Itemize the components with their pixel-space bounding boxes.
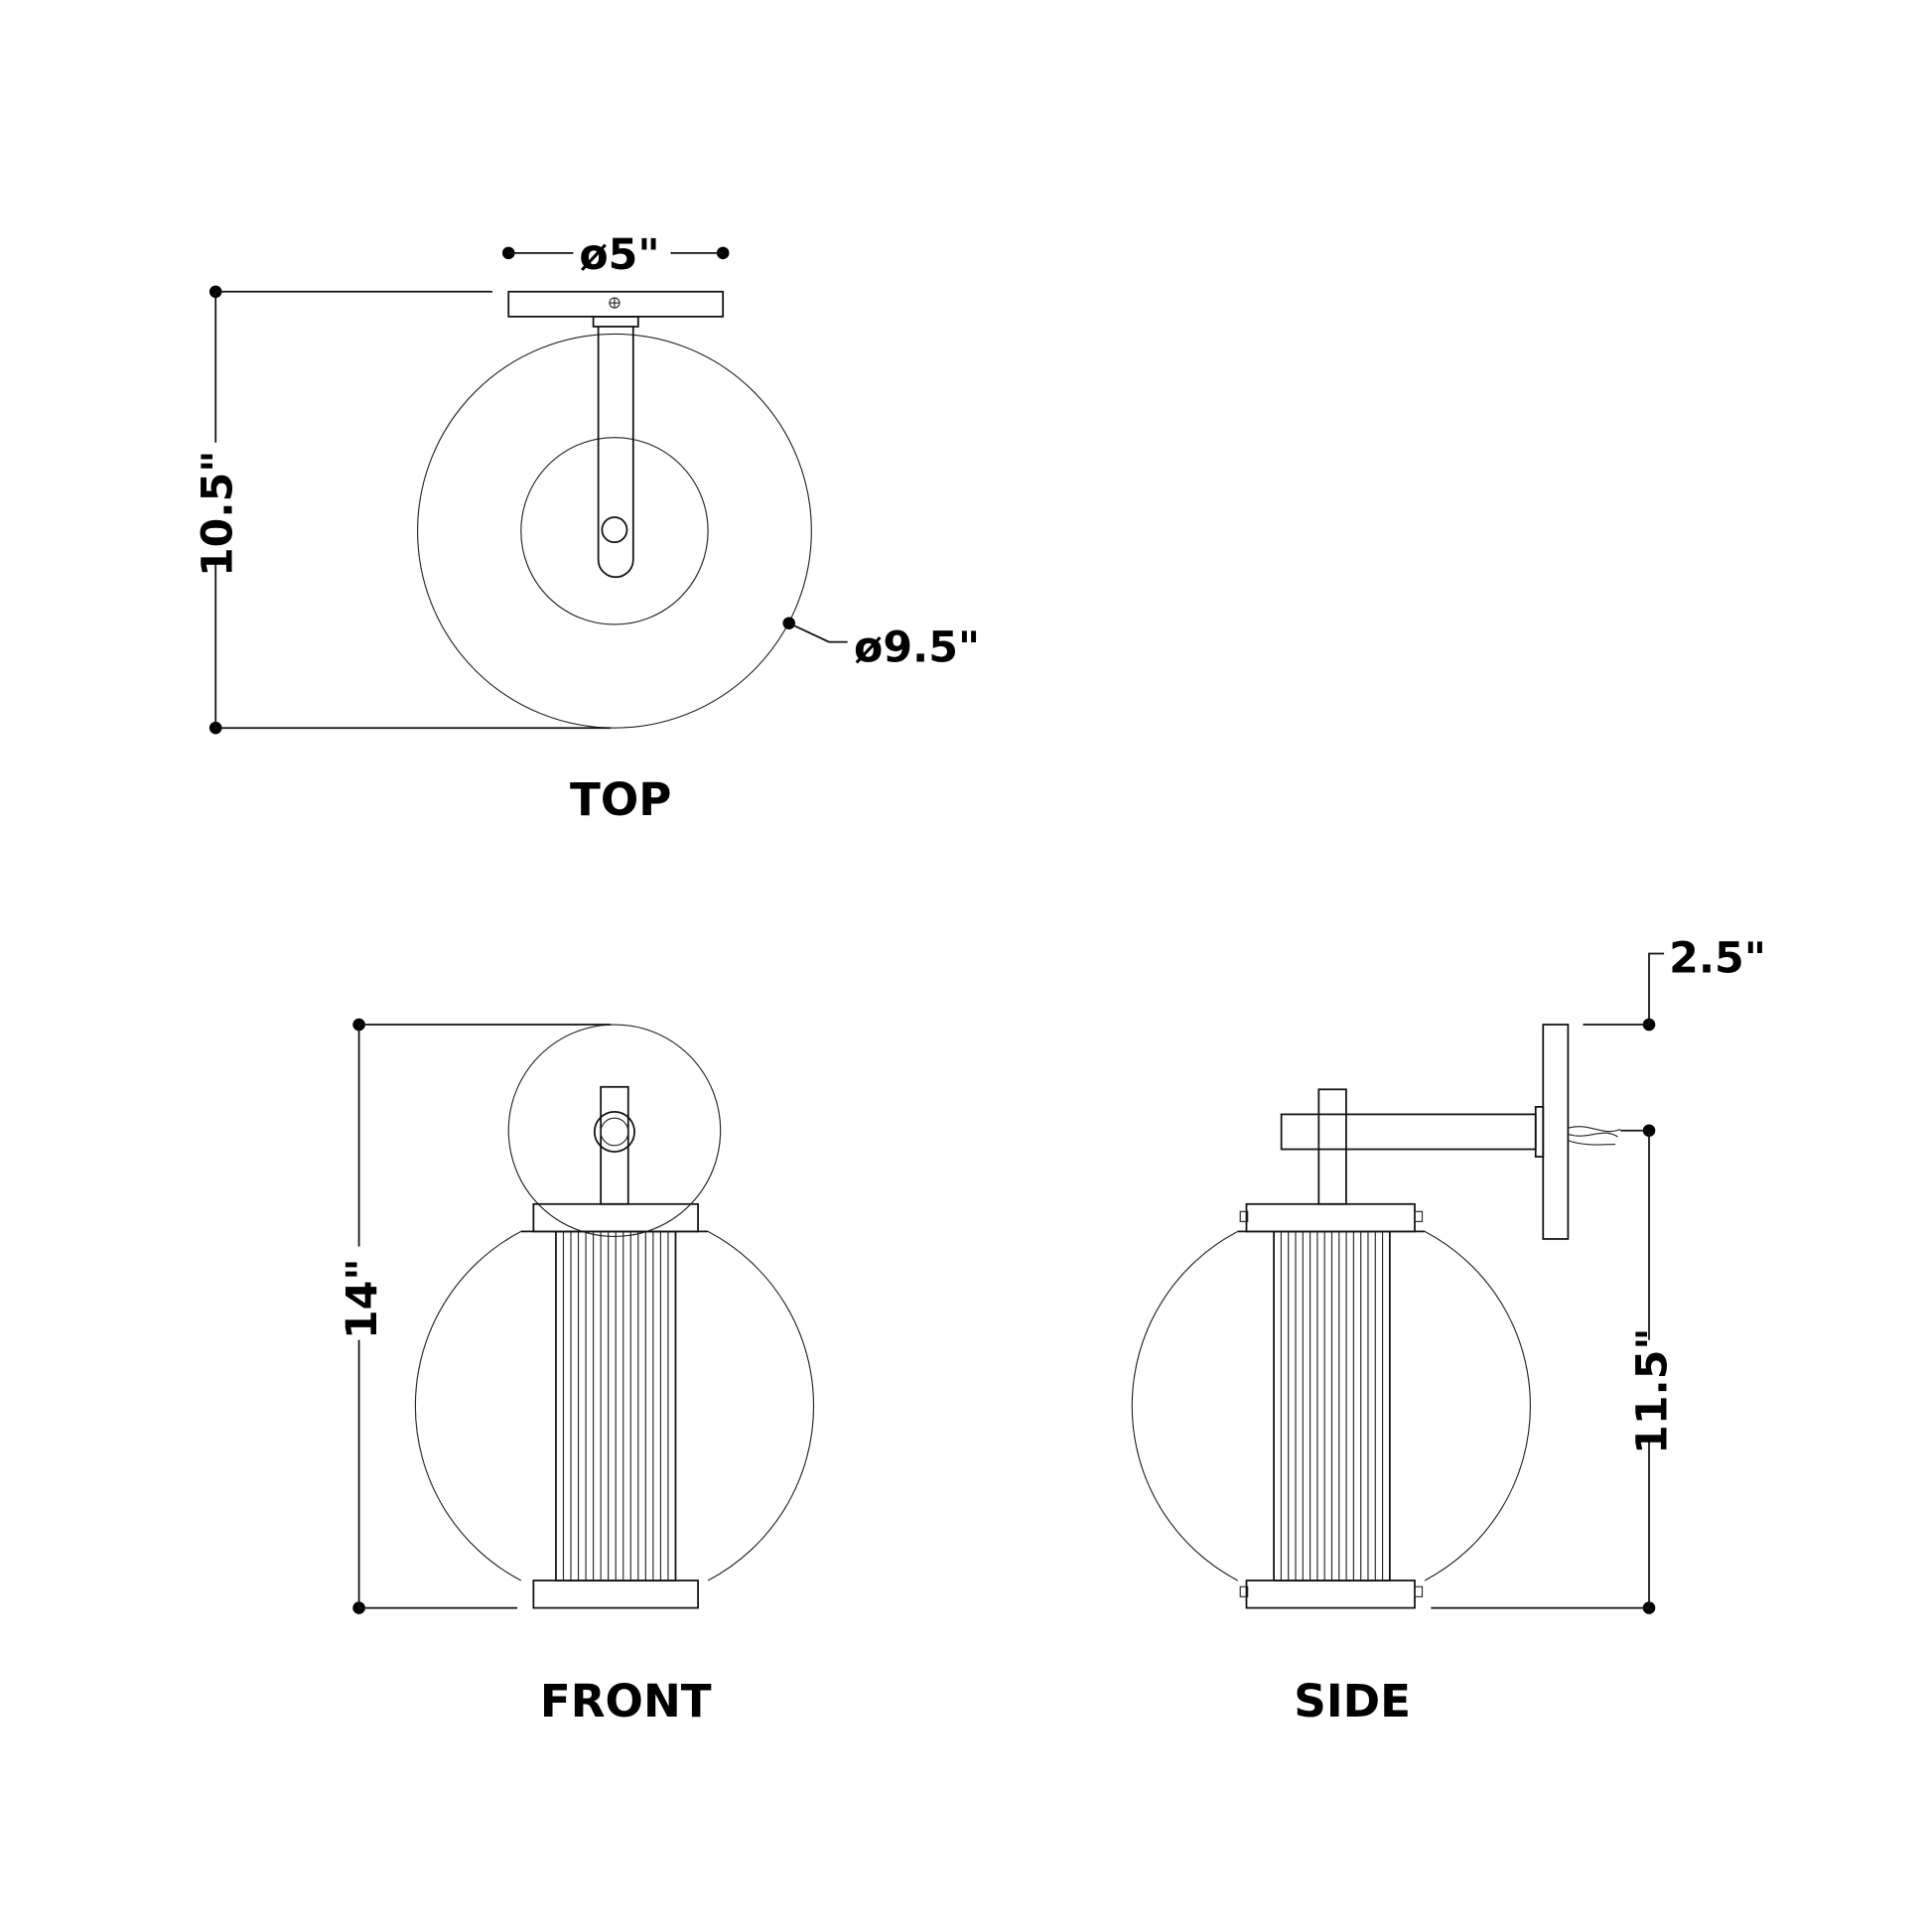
globe-diameter-label: ø9.5" xyxy=(854,623,980,673)
side-view-title: SIDE xyxy=(1294,1675,1411,1727)
top-view: ø5" 10.5" ø9.5" TOP xyxy=(194,230,981,826)
canopy-plate xyxy=(507,290,725,318)
wall-plate xyxy=(1542,1024,1570,1240)
wires xyxy=(1568,1126,1621,1146)
plate-depth-dimension: 2.5" xyxy=(1583,933,1766,1032)
arm-stem xyxy=(597,326,634,579)
flute-lines xyxy=(1280,1231,1384,1581)
mount-height-label: 11.5" xyxy=(1628,1327,1678,1454)
flute-lines xyxy=(562,1231,669,1581)
mount-height-dimension: 11.5" xyxy=(1431,1124,1678,1614)
depth-dimension: 10.5" xyxy=(194,285,612,735)
inner-circle xyxy=(520,437,709,625)
globe-outline xyxy=(1131,1230,1531,1582)
front-view-title: FRONT xyxy=(540,1675,712,1727)
canopy-outline xyxy=(507,1024,722,1238)
globe-outline xyxy=(417,333,812,729)
top-view-title: TOP xyxy=(570,773,671,826)
height-dimension: 14" xyxy=(338,1018,612,1614)
depth-label: 10.5" xyxy=(194,451,243,578)
plate-depth-label: 2.5" xyxy=(1669,933,1766,983)
arm xyxy=(1280,1113,1537,1151)
globe-outline xyxy=(414,1230,815,1582)
side-view: 2.5" 11.5" SIDE xyxy=(1131,933,1766,1727)
height-label: 14" xyxy=(338,1258,387,1339)
globe-diameter-leader: ø9.5" xyxy=(782,617,980,673)
plate-width-dimension: ø5" xyxy=(501,230,730,280)
plate-diameter-label: ø5" xyxy=(579,230,659,280)
front-view: 14" FRONT xyxy=(338,1018,815,1727)
